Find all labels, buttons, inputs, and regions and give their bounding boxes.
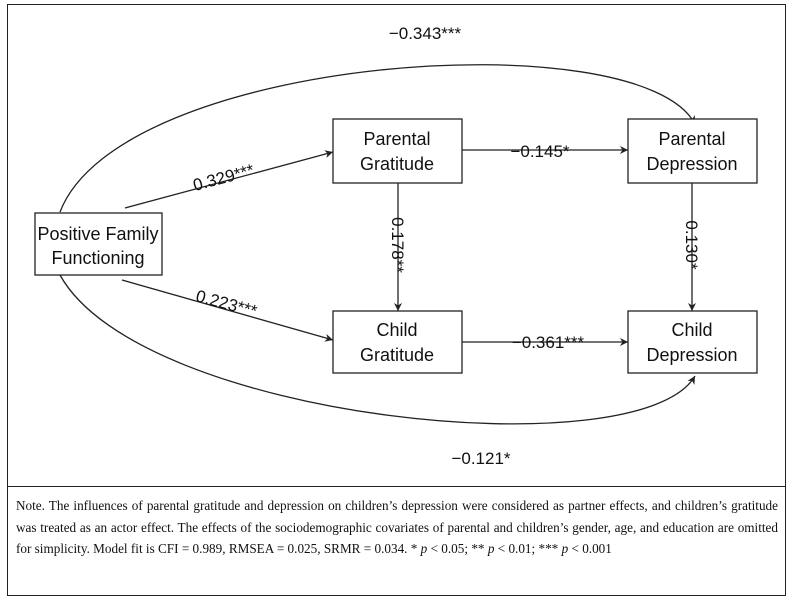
node-child-gratitude: Child Gratitude [332, 310, 463, 374]
note-text-4: < 0.001 [568, 541, 612, 556]
label-pd-cd: 0.130* [682, 220, 701, 270]
node-cd-line2: Depression [646, 345, 737, 365]
edge-pff-pd [59, 64, 696, 213]
note-text-2: < 0.05; ** [427, 541, 488, 556]
label-cg-cd: −0.361*** [512, 333, 585, 352]
node-cd-line1: Child [671, 320, 712, 340]
note-p-3: p [561, 541, 569, 556]
node-cg-line1: Child [376, 320, 417, 340]
label-pg-pd: −0.145* [510, 142, 569, 161]
note-text-1: Note. The influences of parental gratitu… [16, 498, 778, 556]
note-p-2: p [487, 541, 495, 556]
node-pg-line1: Parental [363, 129, 430, 149]
label-pg-cg: 0.178** [388, 217, 407, 273]
edge-pff-cg [121, 279, 334, 342]
node-pd-line2: Depression [646, 154, 737, 174]
node-parental-gratitude: Parental Gratitude [332, 118, 463, 184]
note-p-1: p [420, 541, 428, 556]
label-pff-pd: −0.343*** [389, 24, 462, 43]
node-pff-line1: Positive Family [37, 224, 158, 244]
label-pff-cg: 0.223*** [194, 286, 260, 321]
node-pd-line1: Parental [658, 129, 725, 149]
note-text-3: < 0.01; *** [494, 541, 562, 556]
node-child-depression: Child Depression [627, 310, 758, 374]
node-parental-depression: Parental Depression [627, 118, 758, 184]
note-divider [7, 486, 786, 487]
edge-pff-cd [59, 274, 696, 425]
label-pff-cd: −0.121* [451, 449, 510, 468]
figure-frame [7, 4, 786, 596]
node-positive-family-functioning: Positive Family Functioning [34, 212, 163, 276]
node-cg-line2: Gratitude [360, 345, 434, 365]
figure-note: Note. The influences of parental gratitu… [16, 495, 778, 560]
node-pg-line2: Gratitude [360, 154, 434, 174]
label-pff-pg: 0.329*** [191, 160, 257, 195]
edge-pff-pg [124, 150, 334, 209]
node-pff-line2: Functioning [51, 248, 144, 268]
